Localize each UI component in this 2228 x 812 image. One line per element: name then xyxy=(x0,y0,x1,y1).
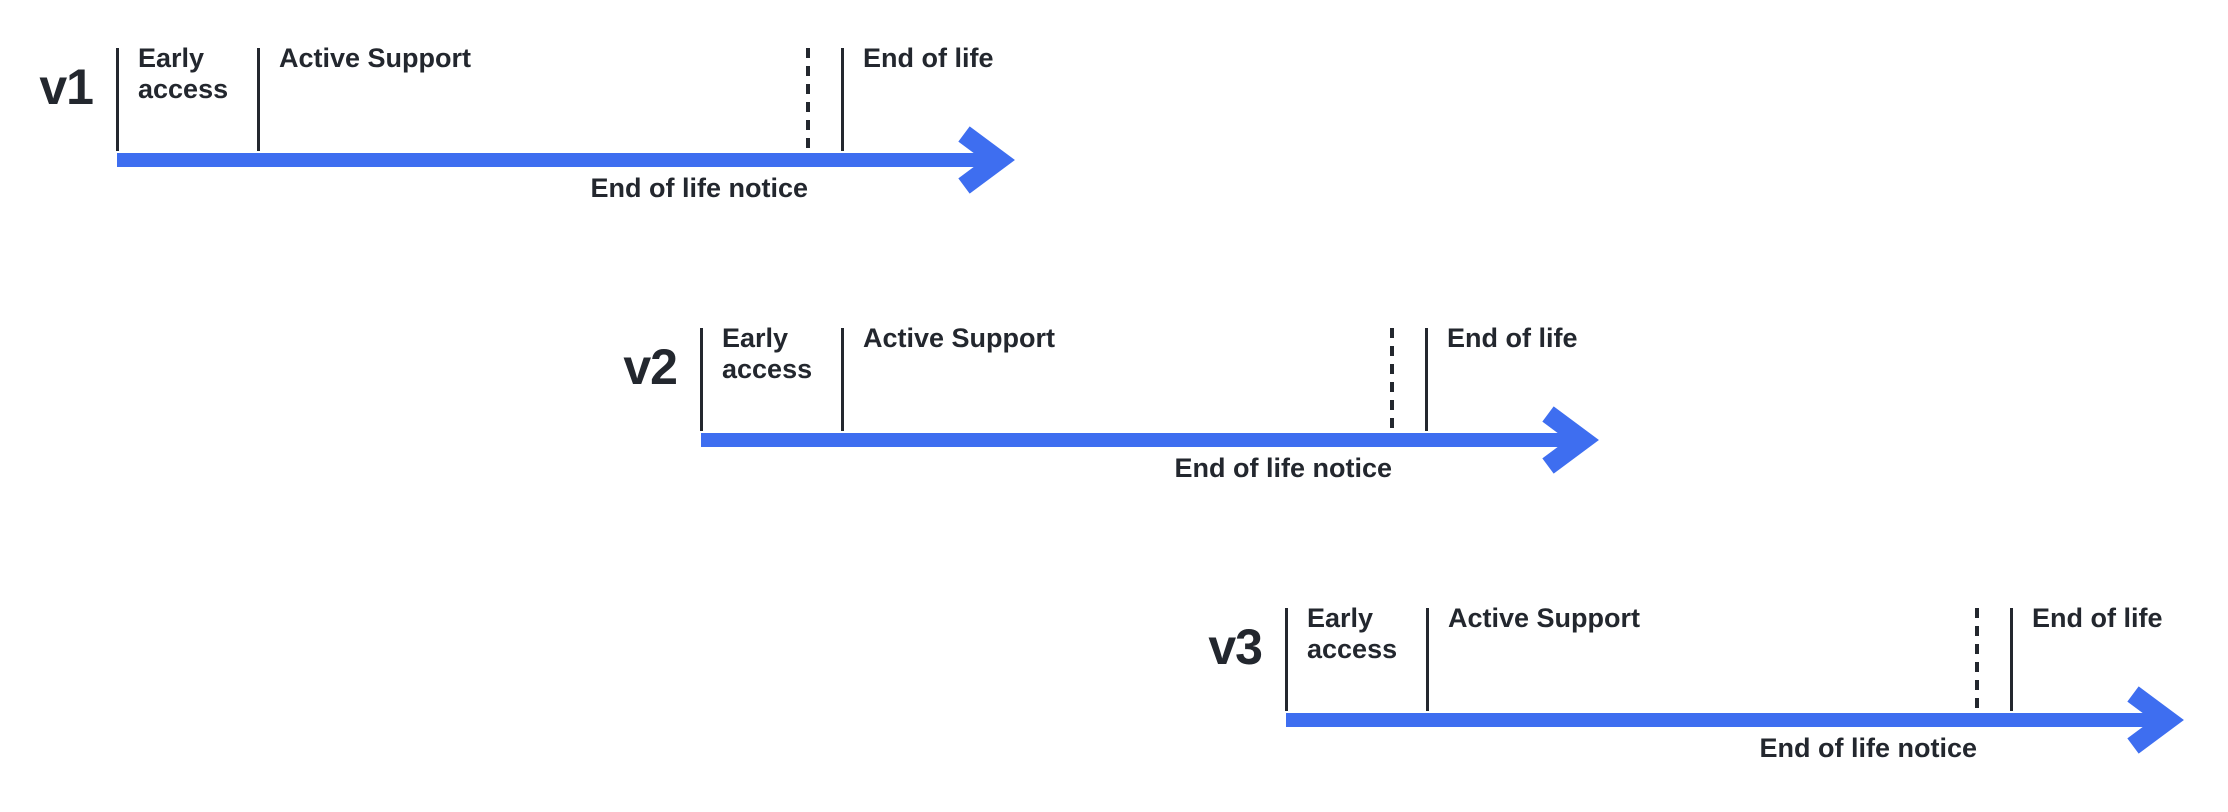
eol-notice-dashed-tick xyxy=(1390,328,1394,431)
timeline-row-v3: v3 Early access Active Support End of li… xyxy=(1196,603,2216,778)
early-access-start-tick xyxy=(116,48,119,151)
active-support-start-tick xyxy=(1426,608,1429,711)
end-of-life-label: End of life xyxy=(1447,323,1578,353)
active-support-start-tick xyxy=(841,328,844,431)
end-of-life-label: End of life xyxy=(2032,603,2163,633)
active-support-label: Active Support xyxy=(279,43,472,73)
end-of-life-notice-label: End of life notice xyxy=(1759,733,1977,763)
timeline-arrow xyxy=(1286,686,2184,754)
end-of-life-notice-label: End of life notice xyxy=(590,173,808,203)
end-of-life-tick xyxy=(1425,328,1428,431)
end-of-life-tick xyxy=(841,48,844,151)
early-access-start-tick xyxy=(1285,608,1288,711)
early-access-start-tick xyxy=(700,328,703,431)
early-access-label: Early access xyxy=(138,43,229,104)
end-of-life-label: End of life xyxy=(863,43,994,73)
end-of-life-notice-label: End of life notice xyxy=(1174,453,1392,483)
version-label: v2 xyxy=(623,339,678,395)
eol-notice-dashed-tick xyxy=(806,48,810,151)
timeline-row-v2: v2 Early access Active Support End of li… xyxy=(611,323,1631,498)
early-access-label: Early access xyxy=(1307,603,1398,664)
version-label: v3 xyxy=(1208,619,1263,675)
eol-notice-dashed-tick xyxy=(1975,608,1979,711)
timeline-arrow xyxy=(117,126,1015,194)
active-support-label: Active Support xyxy=(863,323,1056,353)
timeline-row-v1: v1 Early access Active Support End of li… xyxy=(27,43,1047,218)
early-access-label: Early access xyxy=(722,323,813,384)
timeline-arrow xyxy=(701,406,1599,474)
active-support-start-tick xyxy=(257,48,260,151)
active-support-label: Active Support xyxy=(1448,603,1641,633)
version-label: v1 xyxy=(39,59,94,115)
end-of-life-tick xyxy=(2010,608,2013,711)
